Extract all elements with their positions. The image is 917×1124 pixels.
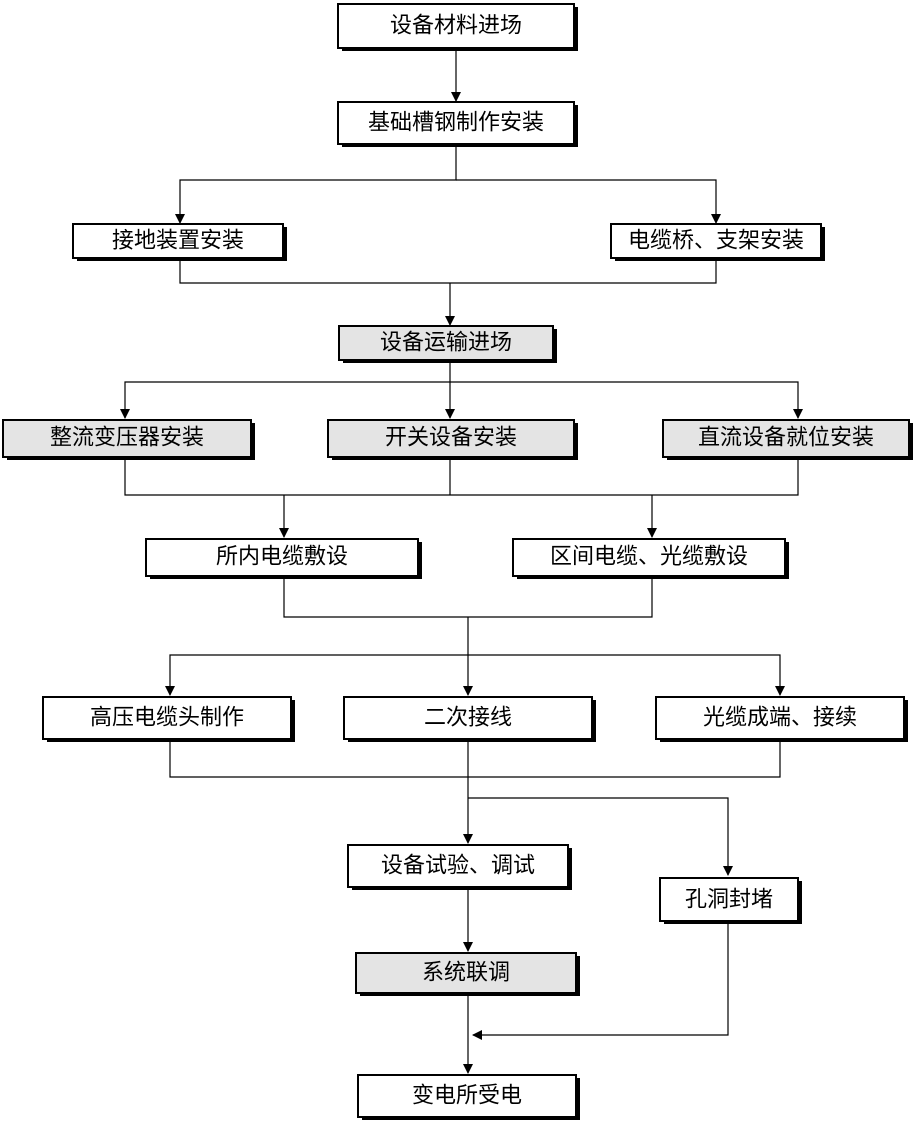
connector-arrow	[456, 179, 721, 224]
node-grounding-installation: 接地装置安装	[72, 223, 287, 261]
node-internal-cable-laying: 所内电缆敷设	[145, 538, 422, 579]
node-hole-sealing: 孔洞封堵	[659, 877, 802, 924]
node-system-joint-debugging: 系统联调	[355, 952, 580, 996]
node-section-cable-laying: 区间电缆、光缆敷设	[512, 538, 789, 579]
node-secondary-wiring: 二次接线	[343, 696, 596, 742]
node-label: 所内电缆敷设	[216, 545, 348, 570]
connector-lines	[120, 50, 803, 1074]
node-switchgear-installation: 开关设备安装	[327, 419, 578, 460]
node-substation-energization: 变电所受电	[357, 1074, 580, 1120]
node-optical-termination: 光缆成端、接续	[655, 696, 908, 742]
node-label: 设备运输进场	[380, 331, 512, 356]
node-label: 光缆成端、接续	[703, 706, 857, 731]
node-equipment-transport: 设备运输进场	[338, 325, 557, 363]
connector-line	[179, 259, 717, 284]
connector-arrow	[175, 145, 457, 224]
node-equipment-testing: 设备试验、调试	[347, 844, 572, 890]
node-label: 开关设备安装	[385, 426, 517, 451]
connector-line	[124, 458, 799, 496]
node-label: 电缆桥、支架安装	[628, 229, 804, 254]
node-cable-tray-installation: 电缆桥、支架安装	[610, 223, 825, 261]
connector-arrow	[120, 362, 451, 419]
connector-arrow	[468, 797, 733, 876]
node-label: 高压电缆头制作	[90, 706, 244, 731]
node-hv-cable-head: 高压电缆头制作	[42, 696, 295, 742]
connector-arrow	[165, 617, 469, 696]
node-label: 接地装置安装	[112, 229, 244, 254]
connector-line	[169, 741, 781, 778]
node-label: 基础槽钢制作安装	[368, 111, 544, 136]
flowchart-nodes: 设备材料进场 基础槽钢制作安装 接地装置安装 电缆桥、支架安装 设备运输进场 整…	[2, 3, 913, 1120]
node-label: 直流设备就位安装	[698, 426, 874, 451]
node-label: 孔洞封堵	[685, 888, 773, 913]
connector-arrow	[450, 381, 803, 419]
connector-arrow	[468, 654, 785, 696]
node-label: 变电所受电	[412, 1084, 522, 1109]
connector-arrow	[472, 924, 729, 1040]
node-label: 系统联调	[422, 961, 510, 986]
connector-line	[283, 579, 653, 618]
node-label: 设备材料进场	[390, 14, 522, 39]
node-dc-equipment: 直流设备就位安装	[662, 419, 913, 460]
node-label: 区间电缆、光缆敷设	[550, 545, 748, 570]
node-label: 二次接线	[424, 706, 512, 731]
node-label: 整流变压器安装	[50, 426, 204, 451]
node-label: 设备试验、调试	[381, 854, 535, 879]
node-channel-steel-installation: 基础槽钢制作安装	[337, 101, 578, 147]
node-equipment-material-arrival: 设备材料进场	[337, 3, 578, 51]
node-rectifier-transformer: 整流变压器安装	[2, 419, 255, 460]
